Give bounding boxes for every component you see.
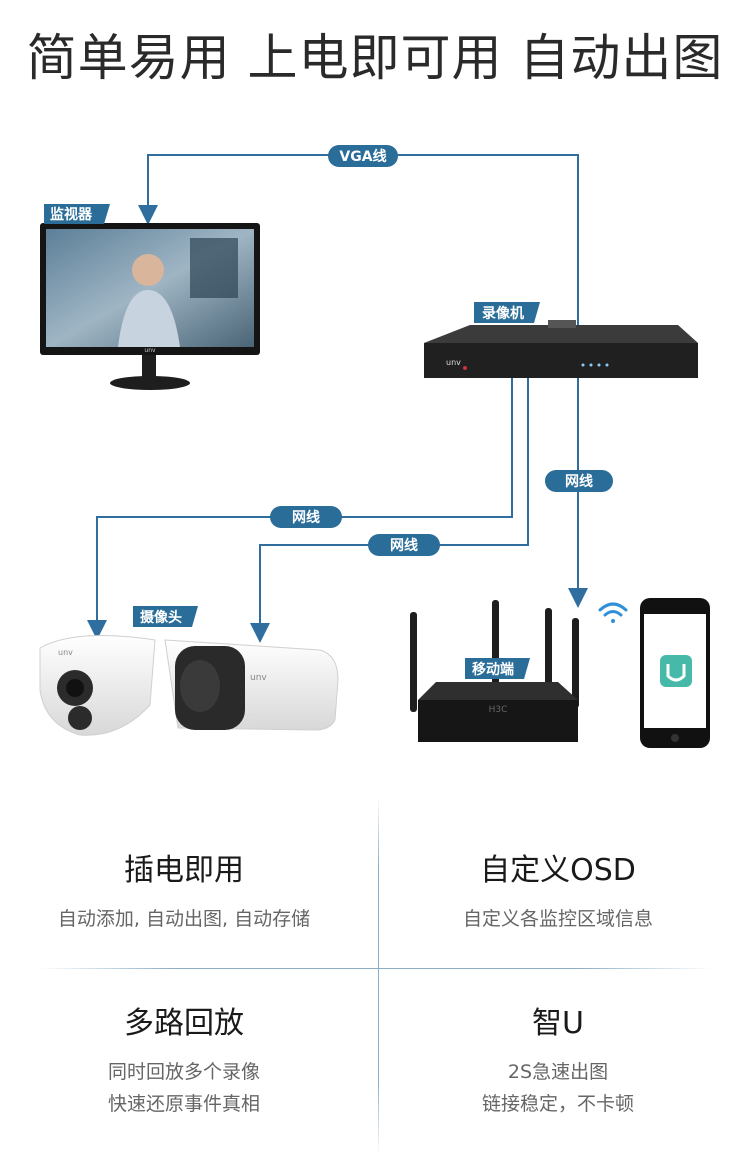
network-cable-left1 — [87, 378, 513, 640]
feature-title: 多路回放 — [124, 1006, 244, 1041]
monitor-device: unv — [40, 223, 260, 390]
feature-plug-and-play: 插电即用 自动添加, 自动出图, 自动存储 — [14, 845, 354, 935]
label-monitor: 监视器 — [44, 204, 110, 224]
svg-text:摄像头: 摄像头 — [140, 609, 182, 626]
label-mobile: 移动端 — [465, 658, 530, 679]
feature-title: 自定义OSD — [480, 853, 636, 888]
label-nvr: 录像机 — [474, 302, 540, 323]
wifi-icon — [598, 602, 628, 623]
svg-text:监视器: 监视器 — [50, 206, 93, 223]
feature-desc: 自定义各监控区域信息 — [462, 908, 653, 930]
svg-text:录像机: 录像机 — [482, 305, 524, 322]
svg-text:网线: 网线 — [390, 537, 418, 554]
label-camera: 摄像头 — [133, 606, 198, 627]
feature-desc-line1: 2S急速出图 — [507, 1061, 609, 1083]
feature-zhi-u: 智U 2S急速出图 链接稳定，不卡顿 — [388, 998, 728, 1120]
vertical-divider — [378, 795, 379, 1155]
router-brand: H3C — [489, 705, 508, 715]
bullet-camera-brand: unv — [250, 673, 267, 683]
feature-desc-line2: 链接稳定，不卡顿 — [481, 1093, 634, 1115]
router-device: H3C — [410, 600, 579, 742]
bullet-camera: unv — [164, 639, 339, 731]
svg-text:网线: 网线 — [565, 473, 593, 490]
label-vga: VGA线 — [328, 145, 398, 167]
feature-custom-osd: 自定义OSD 自定义各监控区域信息 — [388, 845, 728, 935]
page-headline: 简单易用 上电即可用 自动出图 — [26, 29, 724, 87]
connection-diagram: unv unv unv unv H3C — [39, 145, 710, 748]
dome-camera-brand: unv — [58, 648, 73, 657]
feature-desc: 自动添加, 自动出图, 自动存储 — [57, 908, 311, 930]
feature-desc-line2: 快速还原事件真相 — [107, 1093, 260, 1115]
smartphone-device — [640, 598, 710, 748]
network-cable-left2 — [250, 378, 529, 643]
label-network-left1: 网线 — [270, 506, 342, 528]
monitor-brand: unv — [144, 347, 156, 354]
dome-camera: unv — [39, 635, 156, 736]
nvr-device: unv — [424, 320, 698, 378]
nvr-brand: unv — [446, 358, 461, 367]
label-network-left2: 网线 — [368, 534, 440, 556]
horizontal-divider — [40, 968, 712, 969]
feature-title: 智U — [532, 1006, 584, 1041]
feature-title: 插电即用 — [124, 853, 244, 888]
svg-text:移动端: 移动端 — [472, 661, 514, 678]
label-network-right: 网线 — [545, 470, 613, 492]
feature-desc-line1: 同时回放多个录像 — [107, 1061, 260, 1083]
feature-multi-playback: 多路回放 同时回放多个录像 快速还原事件真相 — [14, 998, 354, 1120]
svg-text:网线: 网线 — [292, 509, 320, 526]
svg-text:VGA线: VGA线 — [339, 148, 386, 165]
app-icon — [660, 655, 692, 687]
